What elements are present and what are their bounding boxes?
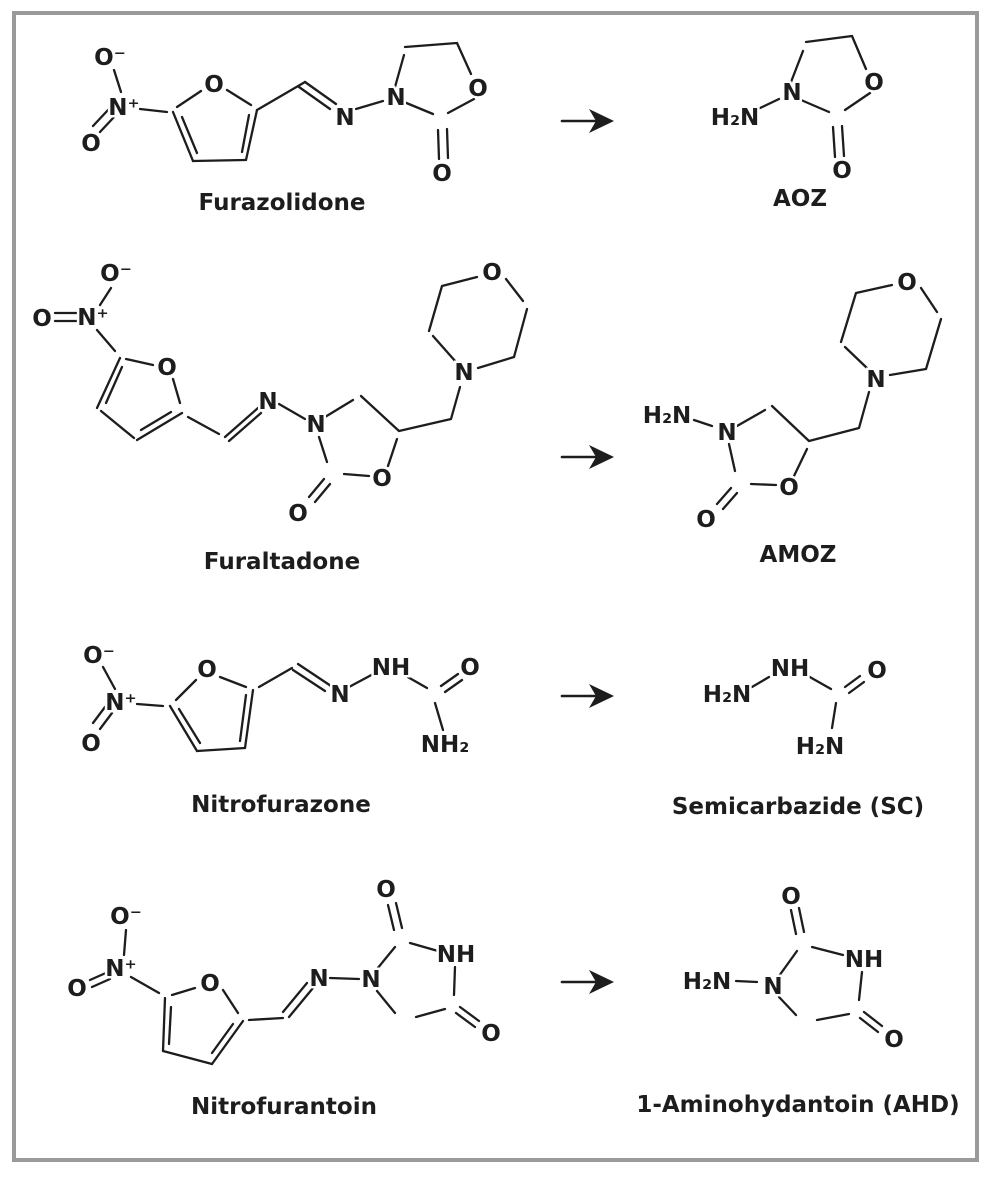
structure-ahd: H₂N N NH O O 1-Aminohydantoin (AHD) xyxy=(636,882,959,1119)
atom-n-morpholine: N xyxy=(454,360,473,386)
atom-o-morpholine: O xyxy=(897,270,917,296)
atom-o-furan: O xyxy=(204,72,224,98)
atom-o-ring: O xyxy=(468,76,488,102)
atom-o-right: O xyxy=(481,1021,501,1047)
reaction-arrow-4 xyxy=(560,970,614,994)
atom-o-carbonyl: O xyxy=(696,507,716,533)
atom-nh2: NH₂ xyxy=(421,732,470,758)
atom-h2n: H₂N xyxy=(643,403,692,429)
atom-n-plus: N⁺ xyxy=(105,690,136,716)
atom-n-ring: N xyxy=(306,412,325,438)
atom-o-carbonyl: O xyxy=(832,158,852,184)
atom-o-top: O xyxy=(376,877,396,903)
atom-o-ring: O xyxy=(864,70,884,96)
furazolidone-single-bonds xyxy=(112,41,476,163)
ahd-single-bonds xyxy=(734,945,864,1022)
atom-n-ring: N xyxy=(717,420,736,446)
atom-o-carbonyl: O xyxy=(432,161,452,187)
atom-n-ring: N xyxy=(782,80,801,106)
structure-name-amoz: AMOZ xyxy=(760,542,837,568)
nitrofurazone-single-bonds xyxy=(101,665,445,753)
reaction-arrow-2 xyxy=(560,445,614,469)
atom-o-minus: O⁻ xyxy=(100,261,132,287)
amoz-double-bonds xyxy=(715,486,739,511)
atom-o-top: O xyxy=(781,884,801,910)
atom-o-ring: O xyxy=(779,475,799,501)
atom-o-morpholine: O xyxy=(482,260,502,286)
atom-nh: NH xyxy=(845,947,884,973)
ahd-double-bonds xyxy=(789,906,884,1034)
atom-n-plus: N⁺ xyxy=(77,305,108,331)
figure-border-frame xyxy=(12,11,979,1162)
semicarbazide-single-bonds xyxy=(750,674,838,730)
atom-o-carbonyl: O xyxy=(460,655,480,681)
structure-name-furaltadone: Furaltadone xyxy=(204,549,360,575)
atom-nh: NH xyxy=(771,656,810,682)
atom-n-plus: N⁺ xyxy=(105,956,136,982)
furaltadone-single-bonds xyxy=(95,275,529,478)
atom-n-plus: N⁺ xyxy=(108,95,139,121)
structure-name-aoz: AOZ xyxy=(773,186,827,212)
atom-o-nitro: O xyxy=(81,731,101,757)
atom-o-minus: O⁻ xyxy=(110,904,142,930)
nitrofurantoin-double-bonds xyxy=(88,901,481,1066)
structure-name-nitrofurantoin: Nitrofurantoin xyxy=(191,1094,377,1120)
atom-o-carbonyl: O xyxy=(288,501,308,527)
arrow-head xyxy=(589,970,614,994)
atom-h2n: H₂N xyxy=(683,969,732,995)
atom-h2n: H₂N xyxy=(703,682,752,708)
structure-semicarbazide: H₂N NH O H₂N Semicarbazide (SC) xyxy=(672,654,924,821)
nitrofurazone-double-bonds xyxy=(91,662,464,753)
reaction-arrow-1 xyxy=(560,109,614,133)
arrow-head xyxy=(589,684,614,708)
structure-name-nitrofurazone: Nitrofurazone xyxy=(191,792,371,818)
atom-o-minus: O⁻ xyxy=(83,643,115,669)
atom-n-ring: N xyxy=(386,85,405,111)
atom-o-nitro: O xyxy=(67,976,87,1002)
atom-o-furan: O xyxy=(200,971,220,997)
atom-n-ring: N xyxy=(361,967,380,993)
atom-n-imine: N xyxy=(335,105,354,131)
structure-name-ahd: 1-Aminohydantoin (AHD) xyxy=(636,1092,959,1118)
structure-furaltadone: O N⁺ O⁻ O N N O O N O Furaltadone xyxy=(30,258,529,575)
furaltadone-double-bonds xyxy=(53,311,332,504)
structure-aoz: H₂N N O O AOZ xyxy=(708,34,886,212)
atom-o-nitro: O xyxy=(81,131,101,157)
structure-amoz: H₂N N O O N O AMOZ xyxy=(640,268,943,568)
atom-h2n-amide: H₂N xyxy=(796,734,845,760)
aoz-double-bonds xyxy=(831,124,846,159)
atom-o-carbonyl: O xyxy=(867,658,887,684)
structure-nitrofurantoin: O N⁺ O⁻ O N N NH O O Nitrofurantoin xyxy=(65,875,504,1121)
nitrofurantoin-single-bonds xyxy=(122,928,457,1066)
atom-o-right: O xyxy=(884,1027,904,1053)
furazolidone-double-bonds xyxy=(91,80,450,163)
structure-furazolidone: O⁻ N⁺ O O N N O O Furazolidone xyxy=(79,41,490,216)
atom-n-morpholine: N xyxy=(866,367,885,393)
atom-h2n: H₂N xyxy=(711,105,760,131)
atom-o-ring: O xyxy=(372,466,392,492)
atom-n-imine: N xyxy=(330,682,349,708)
atom-n-ring: N xyxy=(763,974,782,1000)
atom-nh: NH xyxy=(372,655,411,681)
atom-nh: NH xyxy=(437,942,476,968)
amoz-single-bonds xyxy=(692,283,943,487)
structure-nitrofurazone: O⁻ N⁺ O O N NH O NH₂ Nitrofurazone xyxy=(79,641,483,819)
atom-o-nitro: O xyxy=(32,306,52,332)
arrow-head xyxy=(589,445,614,469)
atom-o-minus: O⁻ xyxy=(94,45,126,71)
atom-o-furan: O xyxy=(157,355,177,381)
structure-name-semicarbazide: Semicarbazide (SC) xyxy=(672,794,924,820)
atom-n-imine: N xyxy=(258,389,277,415)
atom-o-furan: O xyxy=(197,657,217,683)
atom-n-imine: N xyxy=(309,966,328,992)
structure-name-furazolidone: Furazolidone xyxy=(199,190,366,216)
arrow-head xyxy=(589,109,614,133)
semicarbazide-double-bonds xyxy=(843,674,866,695)
aoz-single-bonds xyxy=(756,34,872,114)
reaction-arrow-3 xyxy=(560,684,614,708)
